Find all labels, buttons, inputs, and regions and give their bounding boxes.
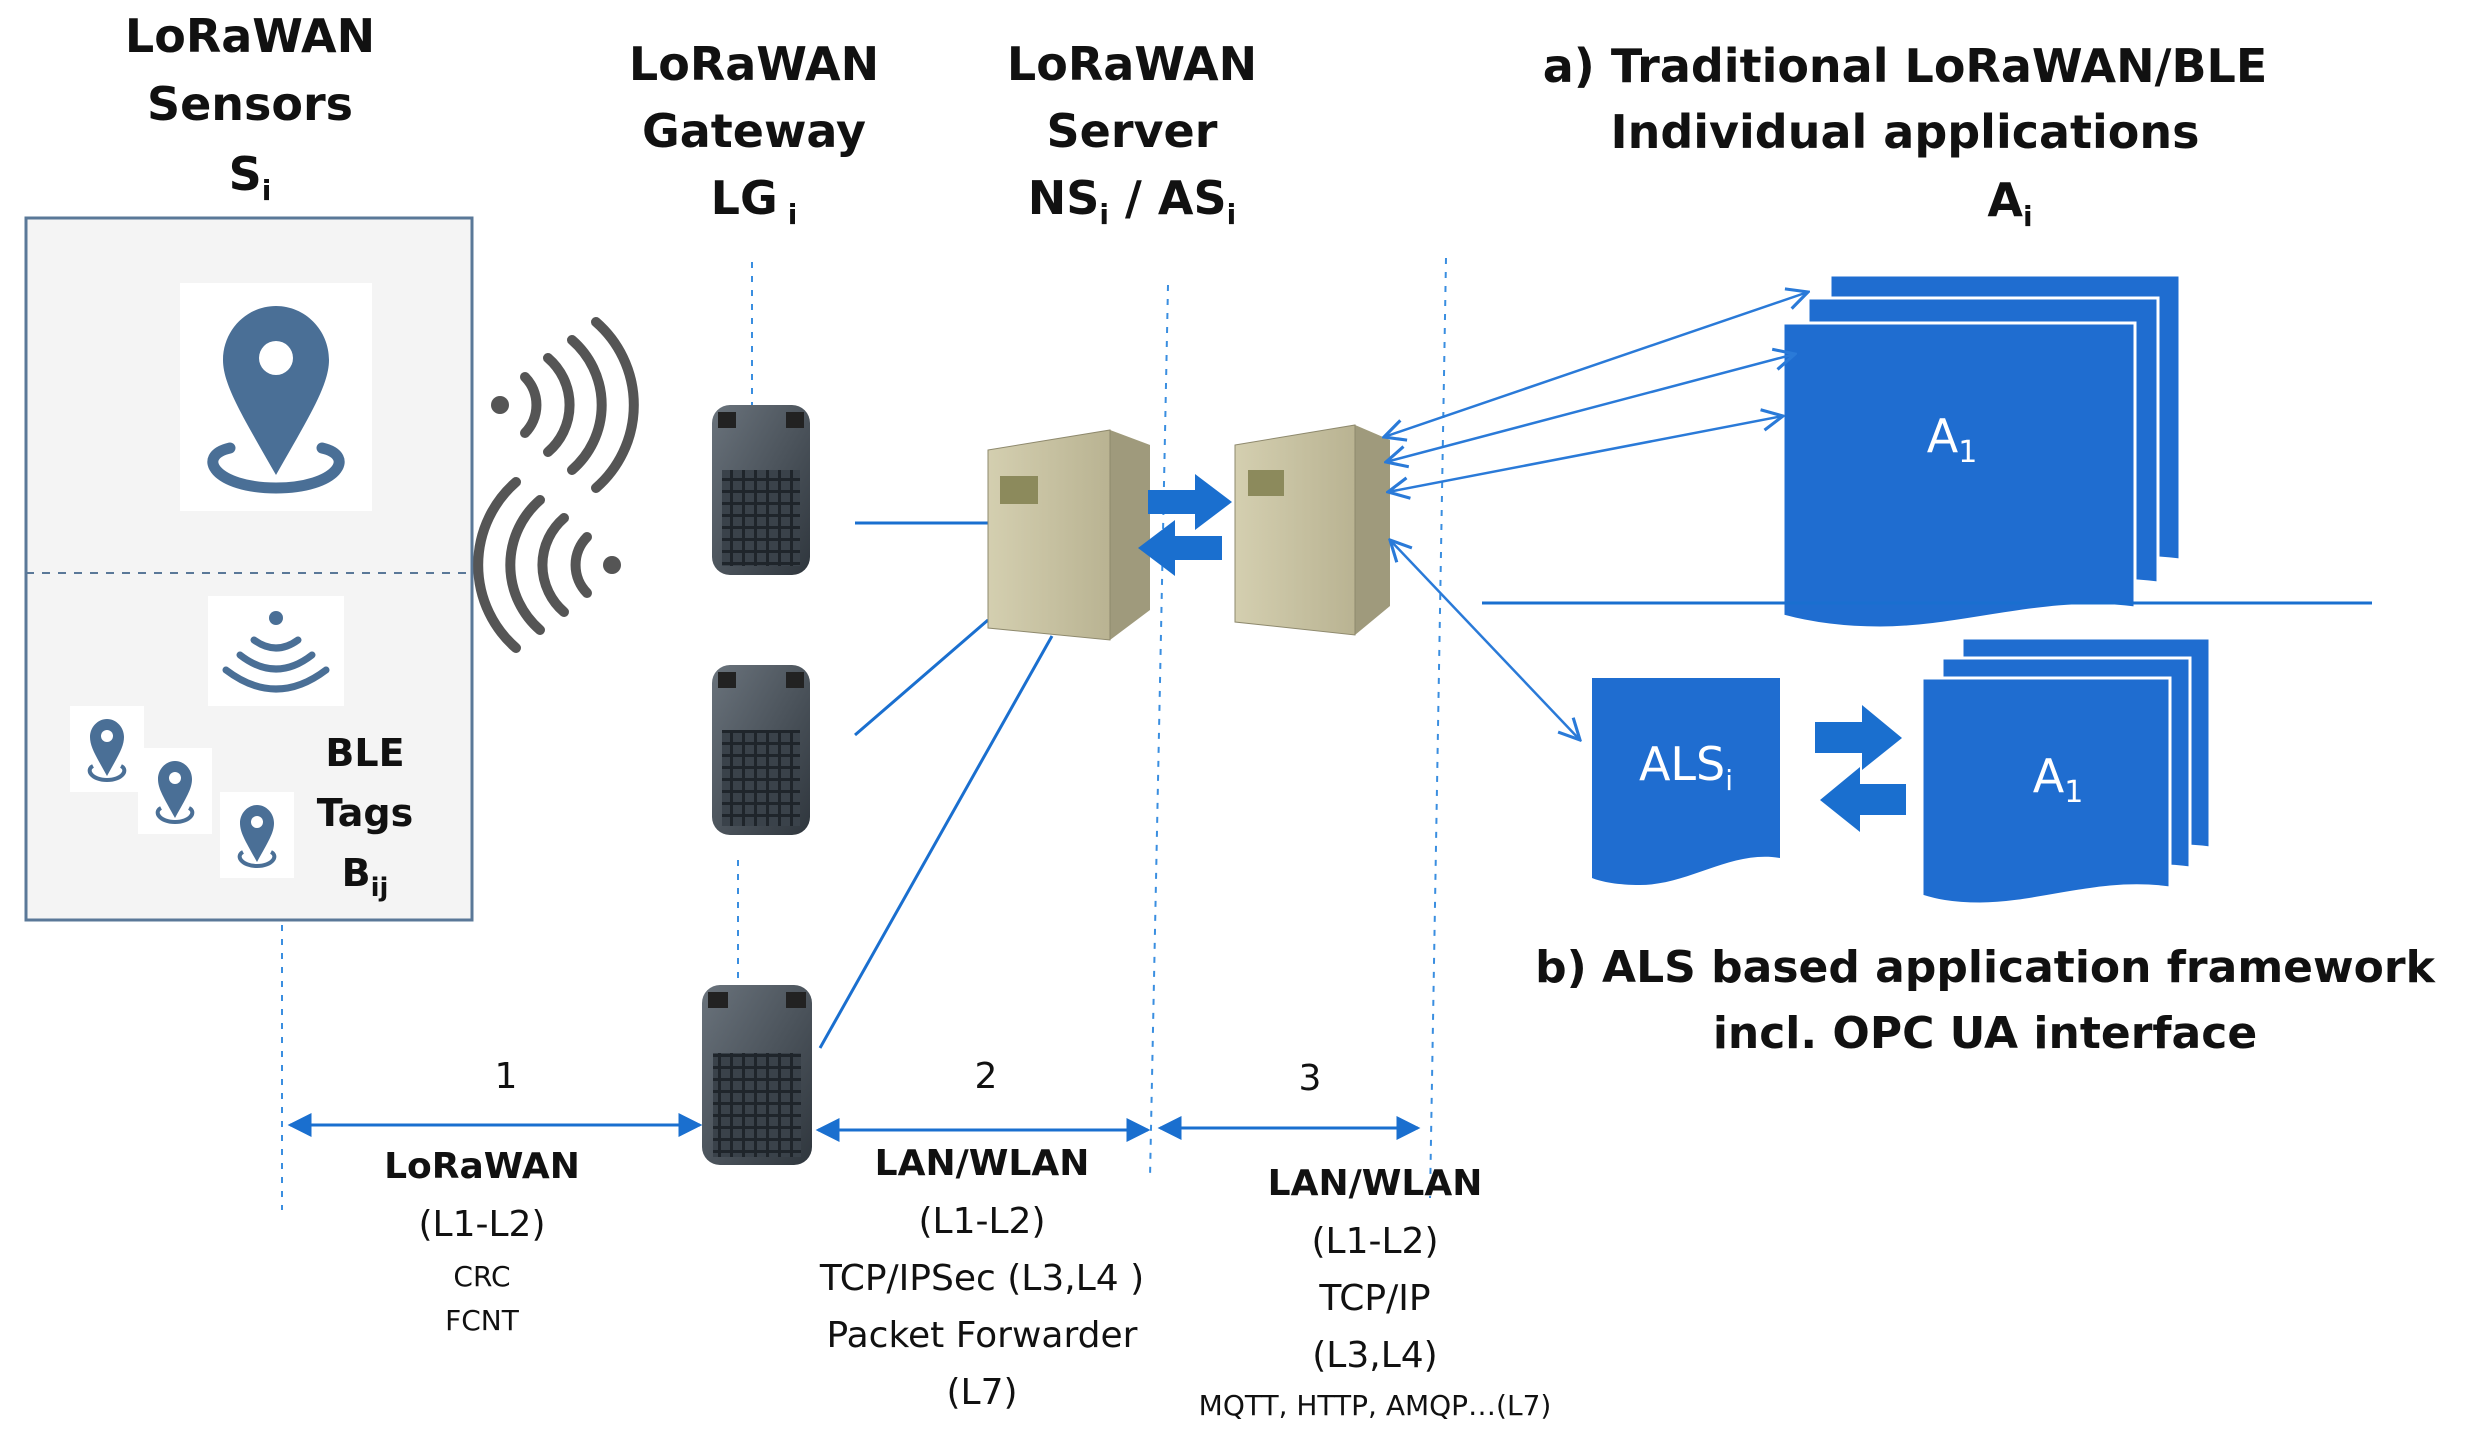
svg-text:TCP/IP: TCP/IP [1318,1278,1430,1319]
svg-text:(L3,L4): (L3,L4) [1312,1335,1437,1376]
als-exchange-arrows [1815,705,1906,832]
gateway-server-links [818,521,1054,1049]
svg-text:(L1-L2): (L1-L2) [918,1201,1045,1242]
ble-tag-pin-icon [220,792,294,878]
arrow-left-icon [1820,767,1906,832]
server-header-line2: Server [1047,104,1218,158]
svg-text:incl. OPC UA interface: incl. OPC UA interface [1713,1008,2257,1059]
svg-text:Bij: Bij [342,851,389,903]
server-header: LoRaWAN Server NSi / ASi [1007,37,1257,231]
arrow-right-icon [1148,474,1232,530]
framework-application-stack: A1 [1920,636,2212,906]
svg-text:CRC: CRC [453,1260,510,1293]
svg-text:Packet Forwarder: Packet Forwarder [827,1315,1138,1356]
ble-tag-pin-icon [70,706,144,792]
sensors-header-line2: Sensors [147,77,353,131]
svg-text:FCNT: FCNT [445,1304,520,1337]
svg-text:LAN/WLAN: LAN/WLAN [1268,1163,1483,1204]
sensors-header-line1: LoRaWAN [125,9,375,63]
svg-text:LoRaWAN: LoRaWAN [384,1146,580,1187]
server-header-line1: LoRaWAN [1007,37,1257,91]
gateway-header-line1: LoRaWAN [629,37,879,91]
svg-text:b) ALS based application fram: b) ALS based application framework [1535,942,2436,993]
ble-tags-label: BLE Tags Bij [317,731,413,903]
server-exchange-arrows [1138,474,1232,576]
location-pin-icon [180,283,372,511]
svg-text:TCP/IPSec (L3,L4 ): TCP/IPSec (L3,L4 ) [819,1258,1144,1299]
segment-3-labels: 3 LAN/WLAN (L1-L2) TCP/IP (L3,L4) MQTT, … [1199,1058,1552,1422]
svg-text:ALSi: ALSi [1639,737,1733,797]
traditional-header-line2: Individual applications [1610,105,2199,159]
sensors-header: LoRaWAN Sensors Si [125,9,375,207]
ble-broadcast-icon [208,596,344,706]
sensors-header-symbol: Si [229,147,272,207]
svg-text:(L1-L2): (L1-L2) [418,1204,545,1245]
arrow-left-icon [1138,520,1222,576]
ble-wave-icon [473,477,621,653]
lorawan-wave-icon [491,317,639,493]
traditional-application-stack: A1 [1781,273,2182,630]
svg-text:(L7): (L7) [946,1372,1017,1413]
segment-1-labels: 1 LoRaWAN (L1-L2) CRC FCNT [384,1056,580,1337]
gateway-header-line2: Gateway [642,104,866,158]
gateway-device-icon [712,665,810,835]
segment-arrows [287,1113,1421,1142]
ble-tag-pin-icon [138,748,212,834]
a1-bottom-label: A1 [2033,749,2084,810]
framework-caption: b) ALS based application framework incl.… [1535,942,2436,1059]
svg-text:2: 2 [975,1056,998,1097]
svg-text:Tags: Tags [317,791,413,835]
a1-top-label: A1 [1927,409,1978,470]
gateway-device-icon [712,405,810,575]
gateway-device-icon [702,985,812,1165]
svg-text:3: 3 [1299,1058,1322,1099]
als-document: ALSi [1592,678,1780,885]
network-server-icon [987,429,1150,641]
svg-text:LAN/WLAN: LAN/WLAN [875,1143,1090,1184]
application-server-icon [1234,424,1390,636]
traditional-header-symbol: Ai [1987,173,2032,233]
segment-2-labels: 2 LAN/WLAN (L1-L2) TCP/IPSec (L3,L4 ) Pa… [819,1056,1144,1413]
svg-text:BLE: BLE [325,731,404,775]
svg-text:(L1-L2): (L1-L2) [1311,1221,1438,1262]
traditional-header: a) Traditional LoRaWAN/BLE Individual ap… [1543,39,2268,233]
svg-text:1: 1 [495,1056,518,1097]
svg-text:MQTT, HTTP, AMQP…(L7): MQTT, HTTP, AMQP…(L7) [1199,1389,1552,1422]
sensors-box: BLE Tags Bij [24,216,474,922]
arrow-right-icon [1815,705,1902,770]
traditional-header-line1: a) Traditional LoRaWAN/BLE [1543,39,2268,93]
server-application-arrows [1384,292,1808,740]
server-header-symbol: NSi / ASi [1028,171,1236,231]
